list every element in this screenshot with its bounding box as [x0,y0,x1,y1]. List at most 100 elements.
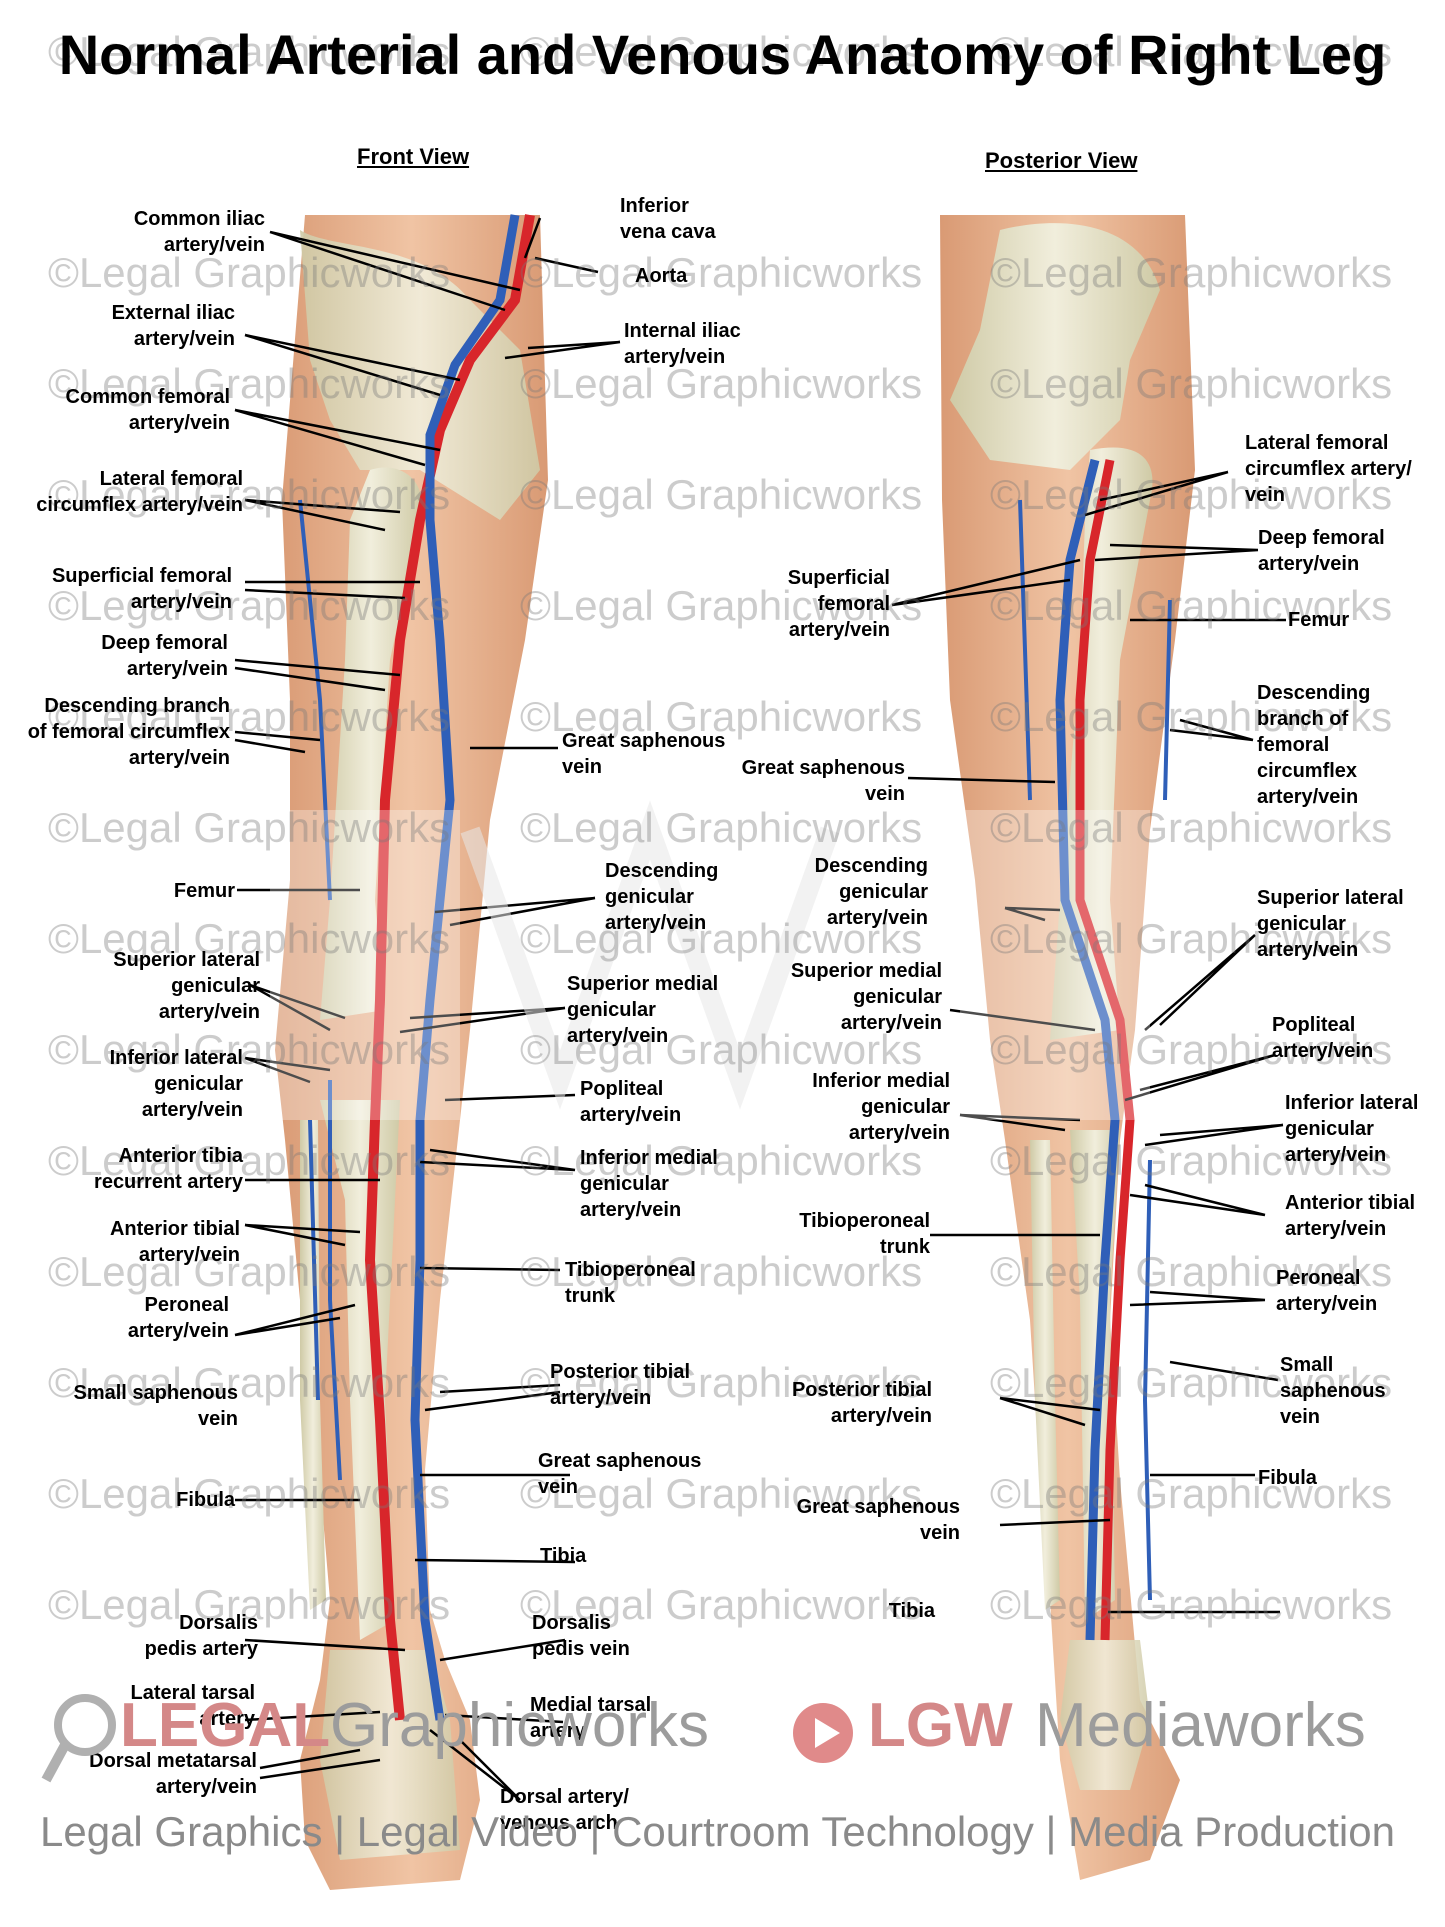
label-fibula-front: Fibula [175,1487,235,1513]
label-line: Posterior tibial [550,1361,691,1383]
watermark-text: ©Legal Graphicworks [48,582,451,629]
label-line: Inferior lateral [1285,1092,1419,1114]
label-line: artery [530,1720,586,1742]
label-line: vein [562,756,603,778]
watermark-text: ©Legal Graphicworks [520,1137,923,1184]
label-line: artery/vein [155,1776,257,1798]
watermark-text: ©Legal Graphicworks [990,582,1393,629]
watermark-text: ©Legal Graphicworks [520,693,923,740]
posterior-artery [1075,459,1135,1641]
label-line: Anterior tibial [109,1218,240,1240]
label-line: Great saphenous [741,757,905,779]
watermark-text: ©Legal Graphicworks [990,1137,1393,1184]
label-tibia-front: Tibia [540,1543,586,1569]
label-line: circumflex artery/ [1245,458,1412,480]
label-line: artery/vein [1285,1144,1387,1166]
front-artery [364,214,535,1721]
label-line: genicular [861,1096,950,1118]
lgw-overlay [270,800,1150,1120]
posterior-small-vessels [1018,499,1172,1601]
label-line: Lateral femoral [99,468,243,490]
label-line: Deep femoral [101,632,228,654]
watermark-text: ©Legal Graphicworks [48,693,451,740]
label-line: Descending [605,860,719,882]
label-line: Dorsal metatarsal [89,1750,257,1772]
watermark-text: ©Legal Graphicworks [990,1248,1393,1295]
label-line: femoral [817,593,890,615]
label-line: Internal iliac [624,320,741,342]
posterior-heel [1060,1640,1150,1790]
front-femur [320,467,422,1020]
label-post-tibial-front: Posterior tibial artery/vein [550,1359,690,1411]
label-line: artery/vein [567,1025,669,1047]
label-aorta: Aorta [635,263,687,289]
label-line: artery/vein [1285,1218,1387,1240]
magnifier-icon [41,1694,116,1783]
watermark-text: ©Legal Graphicworks [990,693,1393,740]
label-line: artery/vein [163,234,265,256]
label-line: artery/vein [605,912,707,934]
label-femur-post: Femur [1288,607,1349,633]
label-line: Inferior medial [580,1147,718,1169]
label-line: vein [1245,484,1286,506]
label-line: Dorsalis [532,1612,611,1634]
label-line: Small saphenous [73,1382,239,1404]
label-line: of femoral circumflex [27,721,230,743]
watermark-text: ©Legal Graphicworks [48,1137,451,1184]
front-leg-skin [275,215,548,1890]
label-line: vein [197,1408,238,1430]
label-line: Fibula [1258,1467,1317,1489]
label-line: genicular [580,1173,669,1195]
label-line: Superior medial [567,973,719,995]
label-line: vena cava [620,221,716,243]
label-line: genicular [171,975,260,997]
brand-graphicworks: Graphicworks [330,1691,709,1760]
label-line: branch of [1257,708,1349,730]
label-line: Peroneal [1276,1267,1361,1289]
watermark-text: ©Legal Graphicworks [48,1470,451,1517]
label-line: vein [864,783,905,805]
front-leg [275,214,548,1890]
front-pelvis [300,230,540,520]
label-line: circumflex [1257,760,1358,782]
posterior-pelvis [950,223,1160,470]
page-title: Normal Arterial and Venous Anatomy of Ri… [58,23,1387,86]
watermark-text: ©Legal Graphicworks [520,471,923,518]
watermark-text: ©Legal Graphicworks [990,1359,1393,1406]
label-line: artery/vein [1272,1040,1374,1062]
label-line: Peroneal [144,1294,229,1316]
watermark-text: ©Legal Graphicworks [990,915,1393,962]
watermark-text: ©Legal Graphicworks [990,471,1393,518]
label-line: genicular [154,1073,243,1095]
watermark-text: ©Legal Graphicworks [990,804,1393,851]
label-line: genicular [839,881,928,903]
label-line: Lateral femoral [1245,432,1389,454]
label-line: Femur [173,880,235,902]
label-line: artery/vein [550,1387,652,1409]
label-line: artery/vein [141,1099,243,1121]
label-line: genicular [1257,913,1346,935]
label-line: Descending [1257,682,1371,704]
label-line: trunk [565,1285,615,1307]
watermark-text: ©Legal Graphicworks [990,28,1393,75]
